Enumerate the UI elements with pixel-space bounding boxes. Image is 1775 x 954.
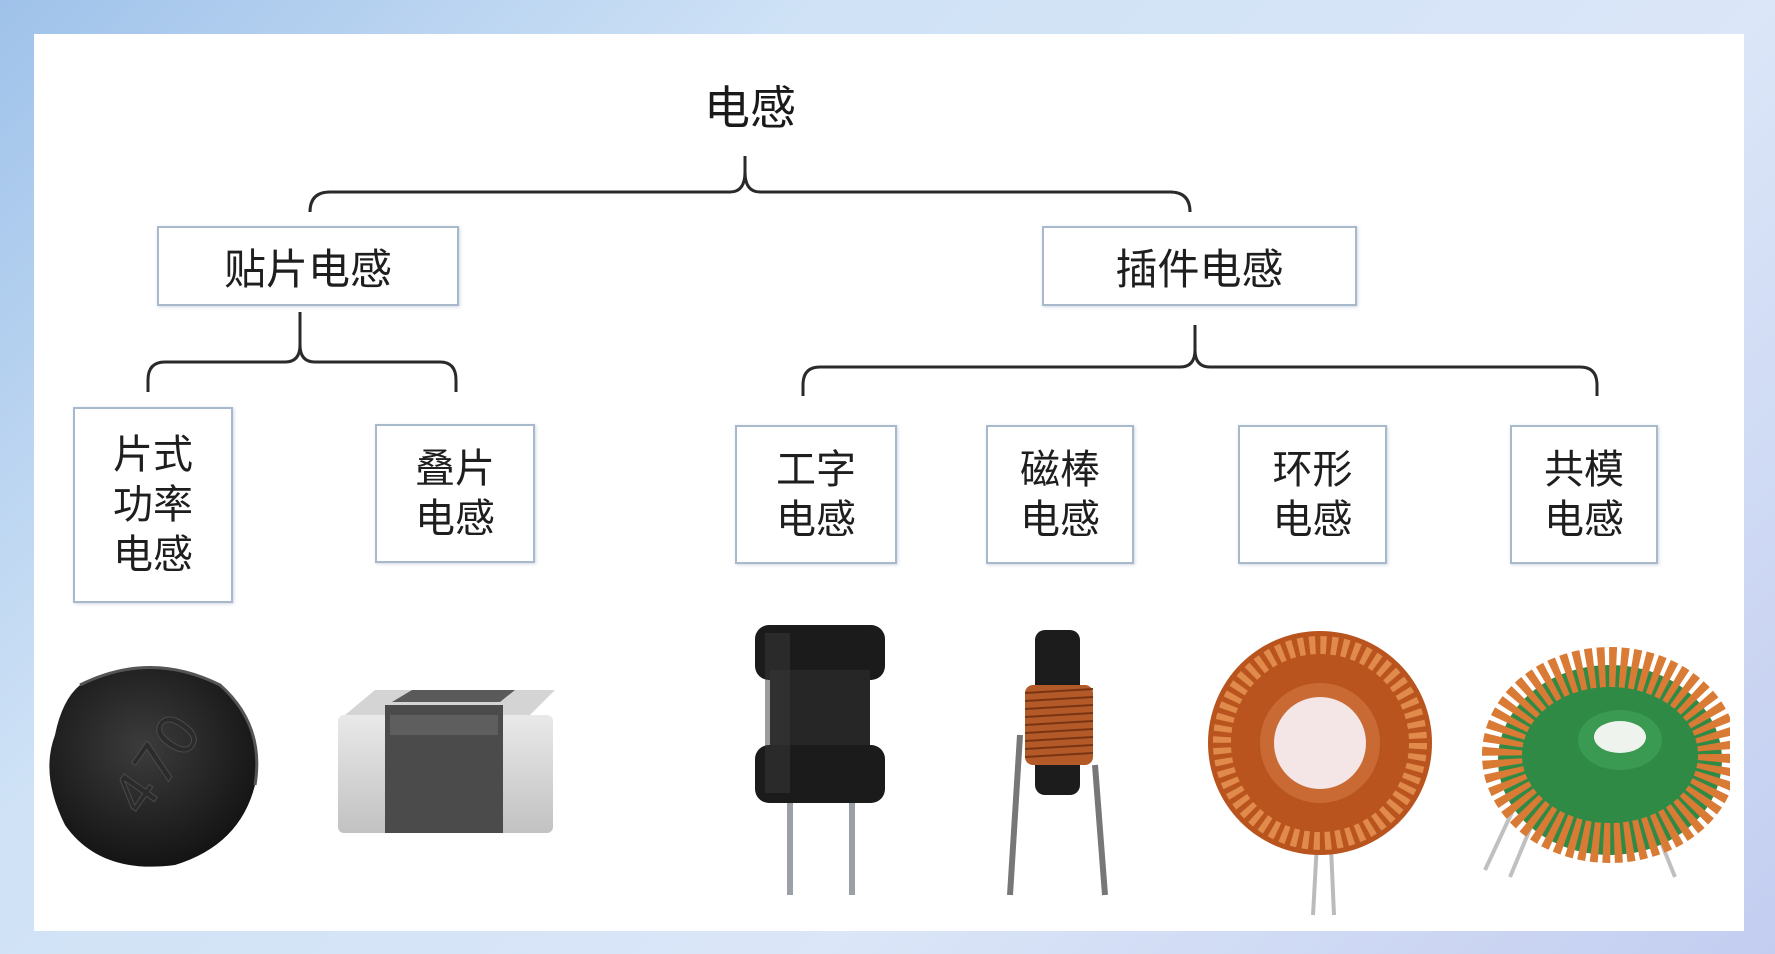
type-label-line: 磁棒 — [1020, 446, 1100, 493]
category-through-hole-label: 插件电感 — [1115, 244, 1284, 294]
type-label-line: 片式 — [113, 432, 193, 478]
type-label-line: 电感 — [776, 496, 856, 543]
type-label-line: 工字 — [776, 446, 856, 493]
type-label-line: 电感 — [113, 532, 193, 578]
type-rod-core-box: 磁棒 电感 — [986, 425, 1134, 564]
root-label: 电感 — [704, 81, 796, 135]
type-common-mode-box: 共模 电感 — [1510, 425, 1658, 564]
type-label-line: 电感 — [1020, 496, 1100, 543]
category-smd-box: 贴片电感 — [157, 226, 459, 306]
toroidal-inductor-image — [1208, 631, 1432, 916]
type-chip-power-box: 片式 功率 电感 — [73, 407, 233, 603]
type-toroidal-box: 环形 电感 — [1238, 425, 1387, 564]
rod-core-inductor-image — [1007, 630, 1108, 896]
type-label-line: 功率 — [113, 482, 193, 528]
type-label-line: 叠片 — [415, 445, 495, 492]
common-mode-choke-image — [1482, 647, 1730, 878]
type-label-line: 环形 — [1272, 446, 1353, 493]
root-brace — [308, 156, 1192, 213]
chip-power-inductor-image: 470 — [49, 666, 259, 867]
drum-core-inductor-image — [755, 625, 885, 895]
type-label-line: 电感 — [1544, 496, 1624, 543]
multilayer-chip-image — [338, 690, 555, 833]
type-drum-core-box: 工字 电感 — [735, 425, 897, 564]
smd-brace — [146, 312, 458, 392]
type-label-line: 电感 — [1272, 496, 1353, 543]
tht-brace — [801, 325, 1599, 396]
type-label-line: 共模 — [1544, 446, 1624, 493]
category-smd-label: 贴片电感 — [223, 244, 392, 294]
type-label-line: 电感 — [415, 495, 495, 542]
type-multilayer-box: 叠片 电感 — [375, 424, 535, 563]
category-through-hole-box: 插件电感 — [1042, 226, 1357, 306]
